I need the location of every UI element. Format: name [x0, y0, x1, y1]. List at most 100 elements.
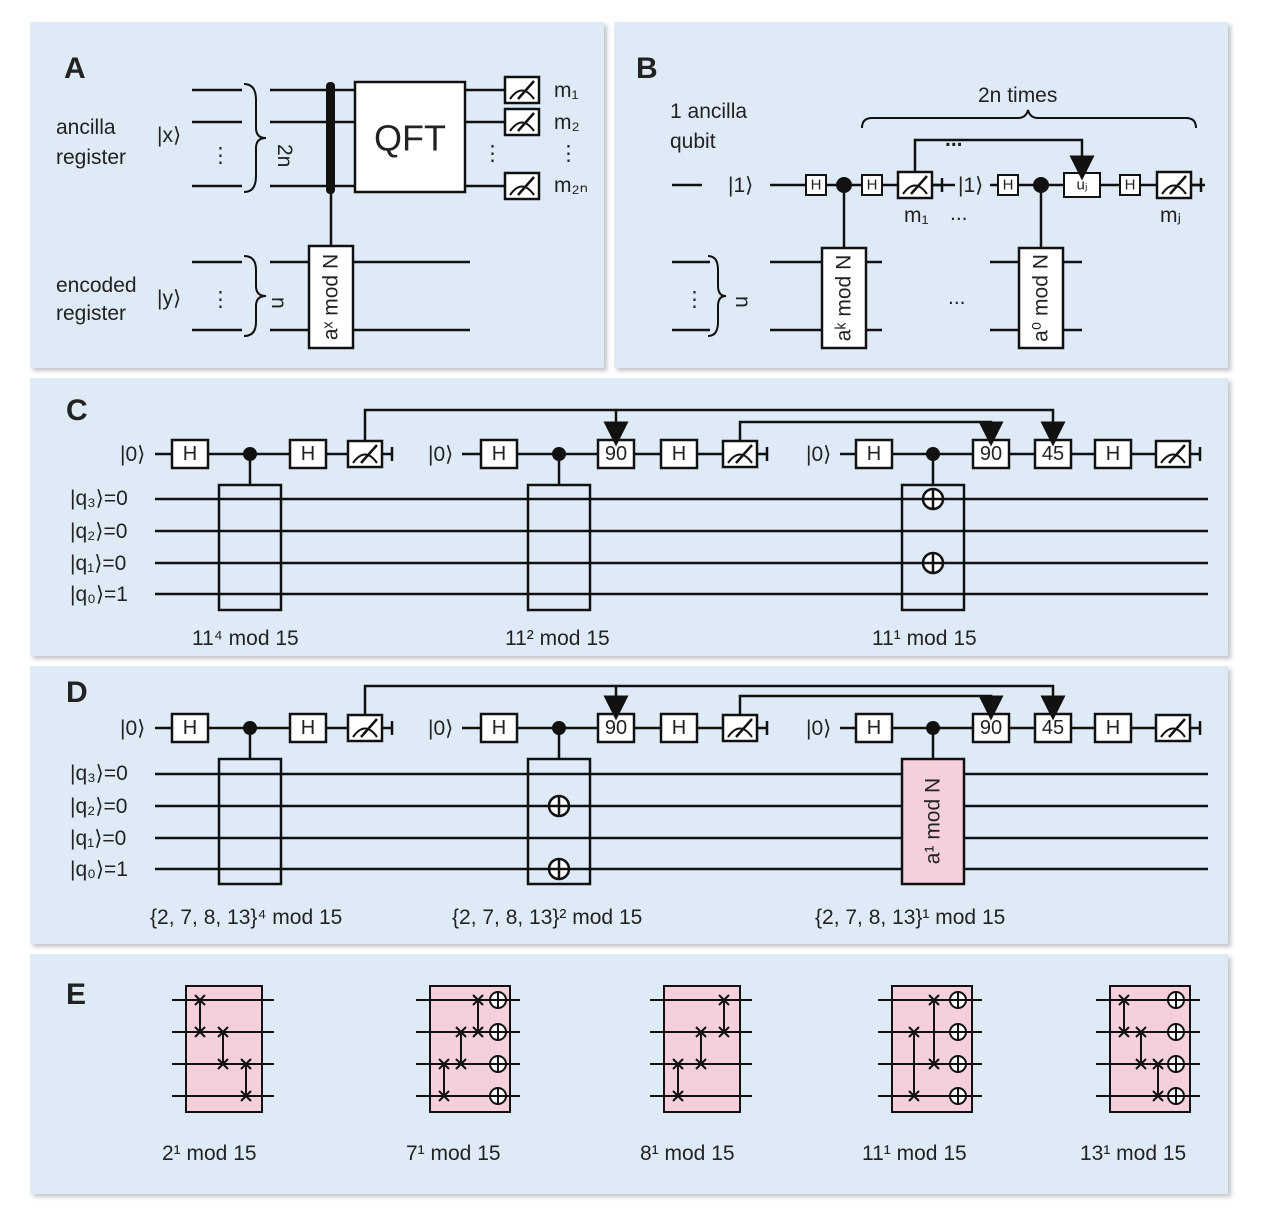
r45-gate: 45 [1033, 712, 1073, 744]
svg-text:45: 45 [1042, 443, 1064, 465]
svg-text:H: H [492, 443, 506, 465]
repeat-brace [861, 109, 1197, 129]
ancilla-label-2: register [56, 146, 126, 169]
caption-d-2: {2, 7, 8, 13}² mod 15 [452, 906, 642, 929]
caption-c-1: 11⁴ mod 15 [192, 627, 299, 650]
b-vdots: ⋮ [684, 288, 705, 311]
meas-vdots: ⋮ [558, 142, 579, 165]
svg-text:H: H [183, 717, 197, 739]
ket-1: |1⟩ [728, 174, 753, 197]
h-gate: H [288, 712, 328, 744]
panel-c-content: C |q₃⟩=0 |q₂⟩=0 |q₁⟩=0 |q₀⟩=1 |0⟩ |0⟩ |0… [66, 394, 1208, 650]
h-gate: H [854, 712, 894, 744]
cnot-target-icon [547, 794, 571, 818]
row-q3: |q₃⟩=0 [70, 487, 128, 510]
row-q2: |q₂⟩=0 [70, 795, 127, 818]
u-block [900, 483, 966, 612]
panel-c-label: C [66, 394, 88, 427]
a0-gate [1017, 246, 1065, 350]
caption-e-2: 7¹ mod 15 [406, 1142, 501, 1165]
modexp-gate [307, 244, 355, 350]
svg-text:H: H [301, 443, 315, 465]
meter-icon [723, 441, 767, 467]
r90-gate: 90 [971, 712, 1011, 744]
qft-label: QFT [374, 118, 446, 159]
control-dot [552, 447, 566, 461]
h-gate: H [854, 438, 894, 470]
control-dot [926, 447, 940, 461]
h-gate: H [479, 438, 519, 470]
ancilla-qubit-1: 1 ancilla [670, 100, 747, 123]
svg-text:H: H [1003, 177, 1014, 194]
svg-text:H: H [1106, 443, 1120, 465]
cnot-target-icon [547, 857, 571, 881]
h-gate: H [659, 712, 699, 744]
meter-icon [503, 107, 541, 137]
r90-gate: 90 [596, 438, 636, 470]
row-q2: |q₂⟩=0 [70, 520, 127, 543]
meter-icon [348, 441, 392, 467]
caption-e-4: 11¹ mod 15 [862, 1142, 967, 1165]
ancilla-vdots: ⋮ [210, 144, 231, 167]
h-gate: H [170, 438, 210, 470]
svg-text:uⱼ: uⱼ [1077, 177, 1088, 194]
ak-label: aᵏ mod N [833, 255, 856, 341]
encoded-vdots: ⋮ [210, 288, 231, 311]
a1-label: a¹ mod N [922, 778, 945, 864]
cnot-target-icon [921, 487, 945, 511]
control-dot [926, 721, 940, 735]
meter-icon [898, 172, 942, 198]
meter-icon [723, 715, 767, 741]
caption-d-3: {2, 7, 8, 13}¹ mod 15 [815, 906, 1005, 929]
swap-network-2 [172, 985, 274, 1113]
svg-text:H: H [672, 443, 686, 465]
svg-text:H: H [867, 717, 881, 739]
meter-icon [1156, 715, 1200, 741]
svg-text:90: 90 [980, 717, 1002, 739]
panel-b-content: B 1 ancilla qubit 2n times |1⟩ ⋮ n H [636, 52, 1205, 350]
row-q3: |q₃⟩=0 [70, 762, 128, 785]
caption-e-3: 8¹ mod 15 [640, 1142, 735, 1165]
row-q0: |q₀⟩=1 [70, 583, 128, 606]
ket-2: |1⟩ [958, 174, 983, 197]
svg-text:45: 45 [1042, 717, 1064, 739]
h-gate: H [170, 712, 210, 744]
encoded-ket: |y⟩ [157, 287, 181, 310]
caption-c-2: 11² mod 15 [505, 627, 610, 650]
h-gate: H [288, 438, 328, 470]
modexp-label: aˣ mod N [320, 254, 343, 340]
ket0: |0⟩ [120, 443, 145, 466]
meter-icon [503, 171, 541, 201]
control-dot [1033, 177, 1049, 193]
ket0: |0⟩ [806, 443, 831, 466]
ket0: |0⟩ [428, 443, 453, 466]
swap-network-11 [878, 985, 982, 1113]
svg-text:H: H [672, 717, 686, 739]
cnot-target-icon [921, 551, 945, 575]
panel-e-content: E [66, 978, 1200, 1165]
u-block [526, 483, 592, 612]
meas-mj: mⱼ [1160, 204, 1181, 227]
qft-gate [353, 80, 467, 194]
a0-label: a⁰ mod N [1030, 254, 1053, 342]
meter-icon [1157, 172, 1201, 198]
swap-network-8 [650, 985, 752, 1113]
meas-m2: m₂ [554, 111, 580, 134]
svg-text:90: 90 [605, 717, 627, 739]
panel-d-content: D |q₃⟩=0 |q₂⟩=0 |q₁⟩=0 |q₀⟩=1 |0⟩ |0⟩ |0… [66, 676, 1208, 929]
svg-text:H: H [867, 177, 878, 194]
h-gate: H [1093, 438, 1133, 470]
h-gate: H [805, 174, 827, 196]
encoded-size: n [267, 297, 290, 309]
svg-text:90: 90 [605, 443, 627, 465]
h-gate: H [659, 438, 699, 470]
meas-m1-b: m₁ [904, 204, 929, 227]
ancilla-label-1: ancilla [56, 116, 116, 139]
b-size: n [731, 296, 754, 308]
swap-network-13 [1096, 985, 1200, 1113]
svg-text:H: H [183, 443, 197, 465]
ak-gate [820, 246, 868, 350]
qft-vdots: ⋮ [482, 142, 503, 165]
ancilla-ket: |x⟩ [157, 124, 181, 147]
